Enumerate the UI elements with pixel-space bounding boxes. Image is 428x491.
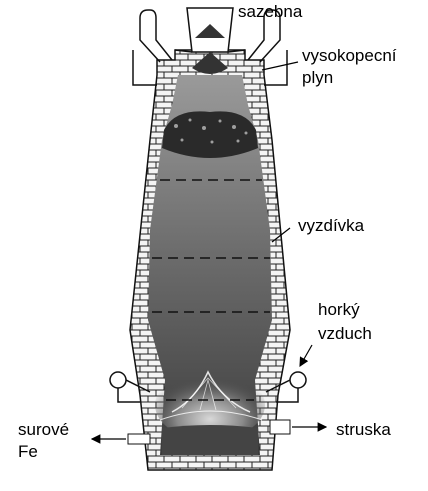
label-horky: horký — [318, 300, 360, 319]
label-vzduch: vzduch — [318, 324, 372, 343]
label-sazebna: sazebna — [238, 2, 303, 21]
molten-iron — [162, 425, 258, 455]
gas-leader — [261, 61, 299, 71]
zone-lines — [152, 179, 270, 401]
label-vyzdivka: vyzdívka — [298, 216, 365, 235]
hot-air-arrow — [299, 344, 313, 368]
iron-taphole — [127, 433, 151, 445]
label-fe: Fe — [18, 442, 38, 461]
charge-layer — [162, 111, 258, 158]
tuyere-flame — [171, 370, 251, 413]
gas-pipes — [132, 9, 288, 86]
upper-bell — [195, 24, 225, 38]
label-struska: struska — [336, 420, 391, 439]
furnace-shaft — [148, 75, 272, 455]
vyzdivka-leader — [271, 227, 291, 243]
label-vysokopecni: vysokopecní — [302, 46, 397, 65]
label-plyn: plyn — [302, 68, 334, 87]
slag-notch — [269, 419, 291, 435]
label-surove: surové — [18, 420, 70, 439]
lower-bell — [192, 52, 228, 74]
tuyere-right — [265, 371, 307, 403]
tuyere-left — [109, 371, 151, 403]
